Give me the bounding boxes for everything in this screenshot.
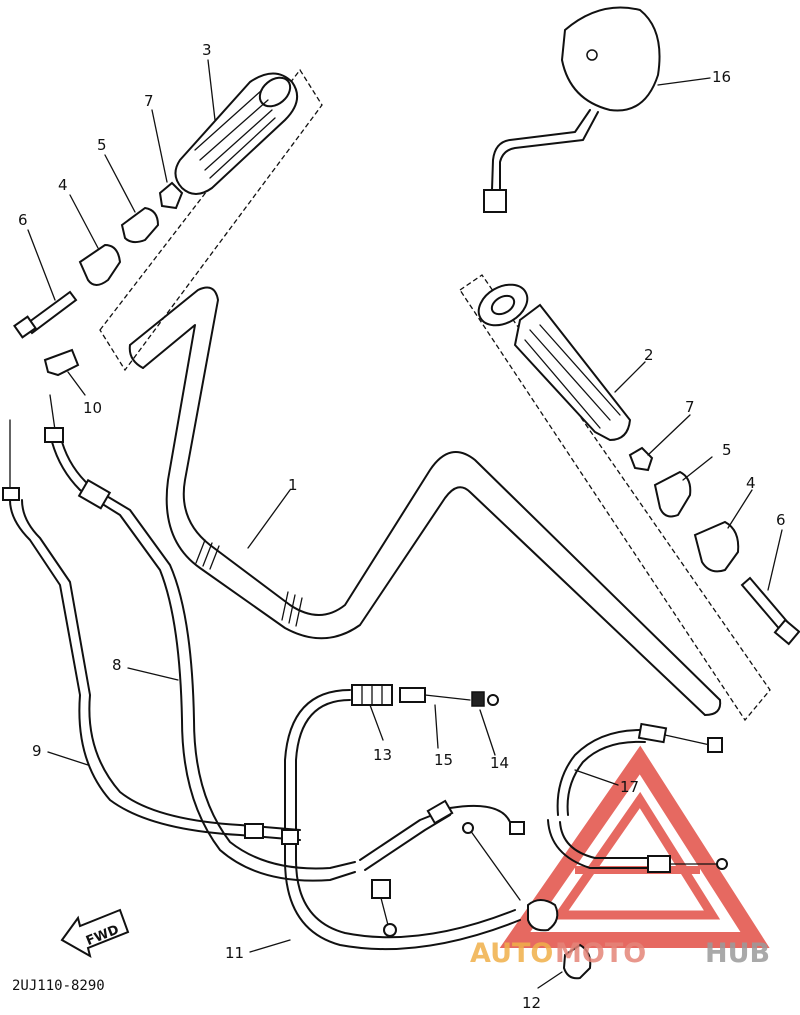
left-grip-bolt	[13, 290, 78, 339]
watermark-text: AUTO MOTO HUB	[470, 938, 770, 969]
left-washer-plate	[43, 348, 80, 377]
part-label-6-left: 6	[18, 211, 28, 229]
part-label-3: 3	[202, 41, 212, 59]
part-label-2: 2	[644, 346, 654, 364]
right-grip-nut	[628, 446, 654, 472]
left-grip	[174, 72, 299, 195]
part-label-4-right: 4	[746, 474, 756, 492]
part-label-8: 8	[112, 656, 122, 674]
part-label-7-left: 7	[144, 92, 154, 110]
left-grip-end	[78, 243, 122, 286]
right-grip-end-collar	[653, 470, 692, 518]
watermark-moto: MOTO	[555, 938, 646, 969]
rear-view-mirror	[483, 6, 661, 213]
part-label-17: 17	[620, 778, 639, 796]
clutch-cable	[2, 419, 301, 841]
leader-lines	[27, 59, 783, 989]
fwd-arrow	[60, 908, 130, 959]
diagram-code: 2UJ110-8290	[12, 978, 105, 994]
center-cable-branches	[359, 799, 559, 937]
handlebar	[128, 286, 722, 716]
right-grip-bolt	[740, 576, 800, 646]
right-control-cable	[547, 722, 728, 873]
part-labels: 1 2 3 4 4 5 5 6 6 7 7 8 9 10 11 12 13 14…	[18, 41, 786, 1012]
part-label-5-left: 5	[97, 136, 107, 154]
right-grip	[477, 283, 632, 442]
part-label-15: 15	[434, 751, 453, 769]
throttle-cable	[44, 394, 356, 882]
cable-adjuster-assembly	[351, 684, 499, 707]
part-label-12: 12	[522, 994, 541, 1012]
right-grip-end	[693, 520, 740, 573]
part-label-5-right: 5	[722, 441, 732, 459]
part-label-11: 11	[225, 944, 244, 962]
part-label-10: 10	[83, 399, 102, 417]
part-label-16: 16	[712, 68, 731, 86]
part-label-6-right: 6	[776, 511, 786, 529]
left-grip-nut	[158, 181, 184, 210]
left-grip-end-collar	[120, 206, 160, 244]
part-label-14: 14	[490, 754, 509, 772]
part-label-1: 1	[288, 476, 298, 494]
part-label-4-left: 4	[58, 176, 68, 194]
starter-cable	[281, 689, 521, 951]
part-label-7-right: 7	[685, 398, 695, 416]
right-grip-assembly-outline	[459, 274, 771, 722]
watermark-auto: AUTO	[470, 938, 553, 969]
cable-end-cap	[562, 943, 592, 980]
part-label-9: 9	[32, 742, 42, 760]
watermark-hub: HUB	[705, 938, 770, 969]
part-label-13: 13	[373, 746, 392, 764]
